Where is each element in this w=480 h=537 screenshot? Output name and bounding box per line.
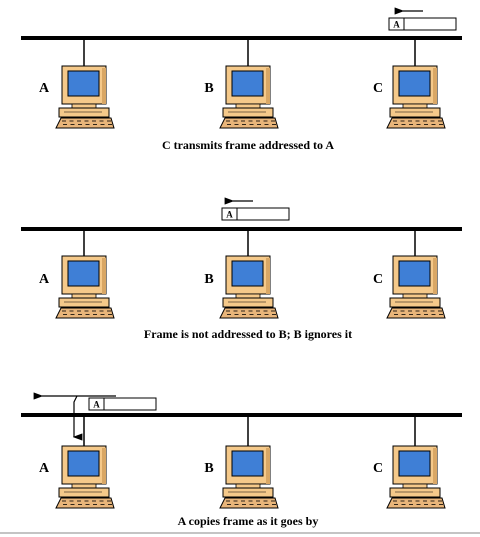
panel-caption: Frame is not addressed to B; B ignores i… xyxy=(144,327,352,341)
workstation-computer-icon xyxy=(219,445,279,509)
station-a: A xyxy=(39,415,115,509)
workstation-computer-icon xyxy=(55,445,115,509)
panel-1: A B C A C transmits frame addressed to A xyxy=(21,7,462,152)
panel-3: A B C A A copies frame as it goes by xyxy=(21,392,462,528)
workstation-computer-icon xyxy=(55,255,115,319)
frame-packet: A xyxy=(88,397,157,411)
workstation-computer-icon xyxy=(219,255,279,319)
panel-caption: A copies frame as it goes by xyxy=(178,514,319,528)
down-arrow-icon xyxy=(72,395,83,441)
workstation-computer-icon xyxy=(386,445,446,509)
station-label: C xyxy=(373,461,383,476)
station-label: B xyxy=(204,81,213,96)
panel-caption: C transmits frame addressed to A xyxy=(162,138,334,152)
station-label: B xyxy=(204,461,213,476)
frame-packet: A xyxy=(388,17,457,31)
workstation-computer-icon xyxy=(386,65,446,129)
frame-address: A xyxy=(393,20,400,30)
frame-address: A xyxy=(226,210,233,220)
station-a: A xyxy=(39,229,115,319)
workstation-computer-icon xyxy=(55,65,115,129)
workstation-computer-icon xyxy=(219,65,279,129)
station-c: C xyxy=(373,415,446,509)
station-b: B xyxy=(204,415,279,509)
station-label: A xyxy=(39,461,50,476)
station-c: C xyxy=(373,38,446,129)
station-c: C xyxy=(373,229,446,319)
panel-2: A B C A Frame is not addressed to B; B ignor… xyxy=(21,197,462,341)
station-label: C xyxy=(373,81,383,96)
station-b: B xyxy=(204,229,279,319)
station-label: B xyxy=(204,272,213,287)
station-a: A xyxy=(39,38,115,129)
workstation-computer-icon xyxy=(386,255,446,319)
station-b: B xyxy=(204,38,279,129)
station-label: C xyxy=(373,272,383,287)
station-label: A xyxy=(39,81,50,96)
station-label: A xyxy=(39,272,50,287)
frame-packet: A xyxy=(221,207,290,221)
frame-address: A xyxy=(93,400,100,410)
